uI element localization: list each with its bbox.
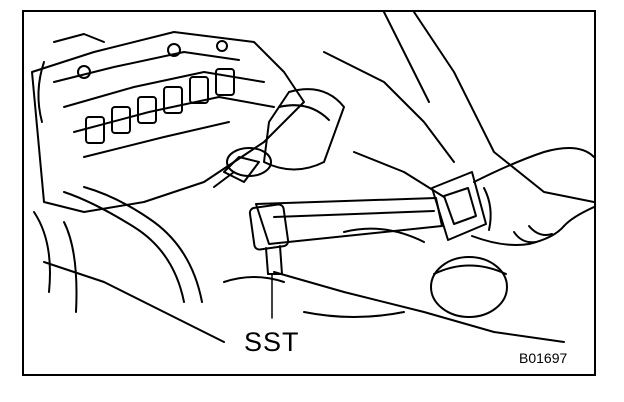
engine-service-illustration xyxy=(31,12,594,343)
hand xyxy=(471,147,594,246)
body-panel xyxy=(43,12,594,343)
coolant-hose xyxy=(33,186,203,313)
sst-wrench xyxy=(248,171,487,275)
oil-filter xyxy=(213,88,345,188)
cylinder-head xyxy=(31,31,305,213)
figure-code: B01697 xyxy=(519,350,568,366)
sst-callout-label: SST xyxy=(244,327,300,357)
illustration-frame: SST B01697 xyxy=(22,10,596,376)
